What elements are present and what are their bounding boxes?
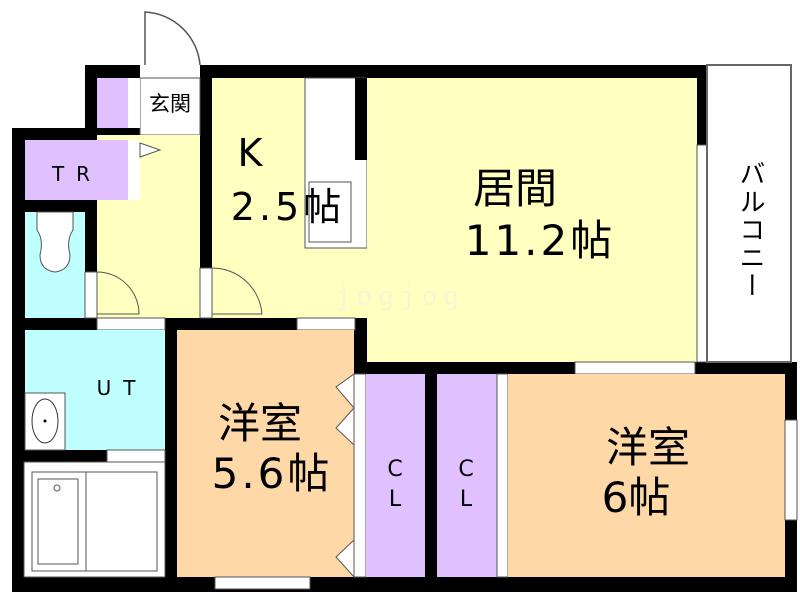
closet-2 [437, 374, 497, 577]
western-1-size: 5.6帖 [212, 449, 333, 498]
toilet-room [25, 140, 128, 200]
kitchen-name: K [238, 131, 264, 175]
balcony-label: バルコニー [735, 160, 765, 300]
entry-door [144, 11, 201, 66]
western-2-size: 6帖 [602, 473, 671, 522]
western-room-1 [177, 330, 354, 577]
western-room-2 [508, 374, 785, 577]
closet-2-l: L [460, 487, 473, 512]
toilet-fixture [36, 211, 74, 273]
balcony [706, 64, 792, 363]
watermark: jogjog [335, 282, 465, 312]
closet-1-l: L [389, 487, 402, 512]
toilet-label: TR [51, 162, 102, 186]
western-1-name: 洋室 [218, 399, 302, 448]
genkan [139, 77, 201, 136]
western-2-name: 洋室 [606, 423, 690, 472]
closet-1-c: C [387, 457, 402, 482]
sink [308, 181, 352, 243]
genkan-label: 玄関 [149, 92, 191, 116]
closet-1 [366, 374, 425, 577]
living-room [367, 78, 697, 362]
shoe-closet [97, 78, 128, 128]
living-size: 11.2帖 [465, 216, 616, 265]
closet-2-c: C [458, 457, 473, 482]
utility-label: UT [97, 376, 148, 400]
living-name: 居間 [473, 164, 557, 213]
kitchen-size: 2.5帖 [231, 185, 345, 229]
